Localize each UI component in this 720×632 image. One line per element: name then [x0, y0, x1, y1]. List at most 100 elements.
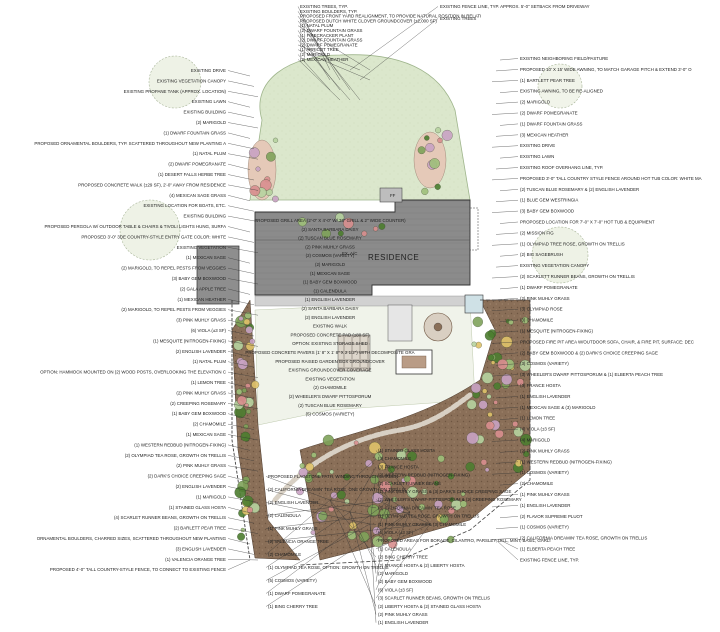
- leader-line: [375, 499, 431, 525]
- right-label: (2) FLAVOR SUPREME PLUOT: [520, 514, 583, 519]
- proposed-concrete-pavers: [337, 334, 371, 372]
- top-label: EXISTING FENCE LINE, TYP. APPROX. 5'-0" …: [440, 4, 590, 9]
- leader-line: [495, 428, 519, 431]
- leader-line: [499, 156, 519, 159]
- right-label: (1) DWARF POMEGRANATE: [520, 285, 578, 290]
- leader-line: [369, 523, 377, 574]
- front-planting-bed-right: [413, 131, 447, 189]
- center-label: (1) CALENDULA: [314, 288, 347, 293]
- leader-line: [227, 413, 251, 420]
- plant-symbol: [336, 490, 346, 500]
- bottom-label: (2) CHAMOMILE: [268, 552, 301, 557]
- plant-symbol: [447, 507, 455, 515]
- plant-symbol: [372, 535, 384, 548]
- residence-label: RESIDENCE: [368, 253, 419, 262]
- leader-line: [227, 184, 259, 191]
- leader-line: [227, 371, 259, 378]
- left-label: (2) MARIGOLD, TO REPEL PESTS FROM VEGGIE…: [121, 266, 226, 271]
- left-label: (2) BARLETT PEAR TREE: [174, 526, 226, 531]
- top-label: (2) MEXICAN HEATHER: [300, 57, 348, 62]
- right-label: (2) SCARLETT RUNNER BEANS, GROWTH ON TRE…: [520, 274, 635, 279]
- left-label: (2) MARIGOLD, TO REPEL PESTS FROM VEGGIE…: [121, 307, 226, 312]
- leader-line: [227, 288, 251, 295]
- left-label: EXISTING DRIVE: [191, 68, 226, 73]
- leader-line: [491, 309, 519, 311]
- plant-symbol: [434, 500, 443, 509]
- leader-line: [227, 548, 255, 555]
- leader-line: [495, 101, 519, 104]
- left-label: OPTION: HAMMOCK MOUNTED ON (2) WOOD POST…: [40, 370, 226, 375]
- plant-symbol: [242, 495, 254, 507]
- leader-line: [297, 44, 361, 71]
- center-label: (2) COSMOS (VARIETY): [306, 253, 355, 258]
- leader-line: [375, 511, 411, 541]
- plant-symbol: [234, 486, 247, 499]
- left-label: (4) MEXICAN SAGE GRASS: [169, 193, 226, 198]
- plant-symbol: [487, 412, 493, 418]
- center-label: (2) MARIGOLD: [315, 262, 345, 267]
- bottom-label: (2) LIBERTY HOSTA & (2) STAINED GLASS HO…: [378, 604, 481, 609]
- left-label: (1) BABY GEM BOXWOOD: [172, 411, 226, 416]
- leader-line: [329, 499, 377, 509]
- plant-symbol: [482, 388, 488, 394]
- ff-label: FF: [390, 193, 396, 198]
- plant-symbol: [480, 459, 488, 466]
- plant-symbol: [237, 359, 248, 370]
- left-label: (2) OLYMPIAD TEA ROSE, GROWTH ON TRELLIS: [125, 453, 226, 458]
- left-label: (2) ENGLISH LAVENDER: [176, 349, 226, 354]
- leader-line: [349, 511, 377, 517]
- plant-symbol: [347, 530, 357, 540]
- plant-symbol: [305, 462, 314, 472]
- plant-symbol: [245, 326, 253, 334]
- plant-symbol: [296, 487, 304, 496]
- leader-line: [227, 101, 251, 108]
- bottom-label: (3) FRANCE HOSTA: [378, 464, 419, 469]
- left-label: (1) DWARF FOUNTAIN GRASS: [164, 130, 227, 135]
- plant-symbol: [434, 183, 441, 190]
- leader-line: [349, 511, 377, 615]
- leader-line: [297, 25, 371, 71]
- left-label: PROPOSED 4'-0" TALL COUNTRY-STYLE FENCE,…: [50, 567, 226, 572]
- leader-line: [495, 69, 519, 72]
- plant-symbol: [466, 399, 477, 410]
- left-label: (1) STAINED GLASS HOSTA: [169, 505, 226, 510]
- left-label: (6) VIOLA (±3 SF): [191, 328, 227, 333]
- leader-line: [227, 132, 251, 139]
- plant-symbol: [429, 158, 440, 169]
- leader-line: [227, 205, 255, 212]
- leader-line: [491, 537, 519, 540]
- right-label: (1) ENGLISH LAVENDER: [520, 394, 570, 399]
- plant-symbol: [494, 429, 504, 439]
- leader-line: [265, 499, 331, 555]
- plant-symbol: [501, 373, 513, 386]
- plant-symbol: [447, 535, 455, 544]
- plant-symbol: [470, 382, 482, 394]
- leader-line: [227, 143, 255, 149]
- plant-symbol: [365, 459, 373, 468]
- bottom-label: (2) WESTERN REDBUD (NITROGEN-FIXING): [378, 473, 470, 478]
- plant-symbol: [519, 359, 531, 372]
- plant-symbol: [421, 488, 428, 495]
- plant-symbol: [374, 452, 383, 461]
- center-label: (1) MEXICAN SAGE: [310, 271, 350, 276]
- plant-symbol: [424, 135, 430, 141]
- right-label: (1) ELBERTA PEACH TREE: [520, 547, 575, 552]
- left-label: (2) PINK MUHLY GRASS: [176, 463, 226, 468]
- left-label: EXISTING BUILDING: [184, 110, 227, 115]
- leader-line: [375, 450, 431, 525]
- plant-symbol: [497, 358, 508, 370]
- bottom-label: (2) BABY GEM BOXWOOD: [378, 579, 432, 584]
- right-label: EXISTING NEIGHBORING FIELD/PASTURE: [520, 56, 608, 61]
- left-label: (1) WESTERN REDBUD (NITROGEN-FIXING): [134, 442, 226, 447]
- leader-line: [349, 511, 377, 566]
- left-label: (2) MARIGOLD: [196, 120, 226, 125]
- bottom-label: (1) OLYMPIAD TEA ROSE, GROWTH ON TRELLIS: [378, 514, 479, 519]
- leader-line: [227, 382, 251, 389]
- labels-bottom: PROPOSED FLAGSTONE PATH, WINDING THROUGH…: [268, 448, 551, 625]
- top-label: (2) DWARF FOUNTAIN GRASS: [300, 28, 363, 33]
- center-label: (2) CHAMOMILE: [313, 385, 346, 390]
- leader-line: [227, 278, 259, 285]
- bottom-label: (2) VALENCIA ORANGE TREE: [268, 539, 329, 544]
- existing-building: [196, 245, 240, 305]
